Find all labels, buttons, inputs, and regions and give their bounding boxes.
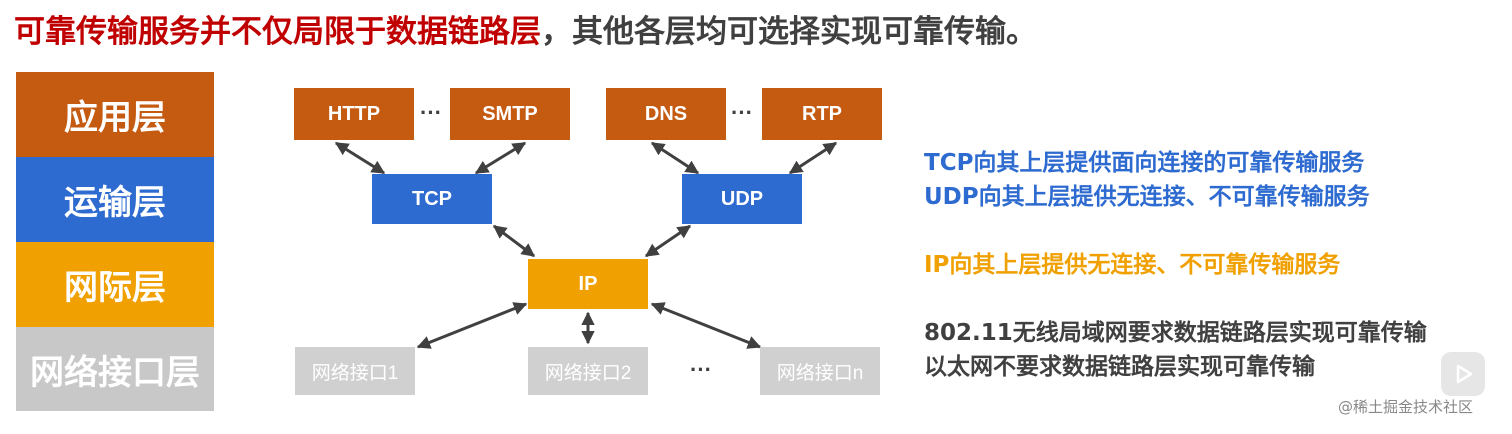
protocol-ip: IP <box>528 259 648 309</box>
interface-2: 网络接口2 <box>528 347 648 395</box>
arrow-rtp-udp <box>788 141 838 175</box>
play-icon <box>1456 364 1473 384</box>
note-ip: IP向其上层提供无连接、不可靠传输服务 <box>924 252 1341 278</box>
arrow-udp-ip <box>644 224 692 258</box>
play-button[interactable] <box>1441 352 1485 396</box>
page-title: 可靠传输服务并不仅局限于数据链路层，其他各层均可选择实现可靠传输。 <box>14 10 1037 54</box>
layer-network-interface: 网络接口层 <box>16 327 214 411</box>
interface-1: 网络接口1 <box>295 347 415 395</box>
arrow-ip-if1 <box>416 302 528 349</box>
note-ethernet: 以太网不要求数据链路层实现可靠传输 <box>924 354 1315 380</box>
note-udp: UDP向其上层提供无连接、不可靠传输服务 <box>924 184 1370 210</box>
protocol-smtp: SMTP <box>450 88 570 140</box>
protocol-udp: UDP <box>682 174 802 224</box>
layer-application: 应用层 <box>16 72 214 157</box>
protocol-rtp: RTP <box>762 88 882 140</box>
arrow-dns-udp <box>650 141 700 175</box>
title-highlight: 可靠传输服务并不仅局限于数据链路层 <box>14 14 541 50</box>
protocol-tcp: TCP <box>372 174 492 224</box>
arrow-http-tcp <box>334 141 386 175</box>
link-notes: 802.11无线局域网要求数据链路层实现可靠传输 以太网不要求数据链路层实现可靠… <box>924 316 1427 384</box>
title-rest: ，其他各层均可选择实现可靠传输。 <box>541 14 1037 50</box>
protocol-http: HTTP <box>294 88 414 140</box>
interface-n: 网络接口n <box>760 347 880 395</box>
app-ellipsis-1: ··· <box>420 100 442 125</box>
watermark: @稀土掘金技术社区 <box>1338 398 1474 416</box>
note-tcp: TCP向其上层提供面向连接的可靠传输服务 <box>924 150 1365 176</box>
arrow-ip-ifn <box>650 302 762 349</box>
protocol-dns: DNS <box>606 88 726 140</box>
layer-internet: 网际层 <box>16 242 214 327</box>
arrow-smtp-tcp <box>474 141 527 175</box>
note-80211: 802.11无线局域网要求数据链路层实现可靠传输 <box>924 320 1427 346</box>
layer-transport: 运输层 <box>16 157 214 242</box>
transport-notes: TCP向其上层提供面向连接的可靠传输服务 UDP向其上层提供无连接、不可靠传输服… <box>924 146 1370 214</box>
arrow-tcp-ip <box>492 224 536 258</box>
interface-ellipsis: ··· <box>690 357 712 382</box>
app-ellipsis-2: ··· <box>731 100 753 125</box>
